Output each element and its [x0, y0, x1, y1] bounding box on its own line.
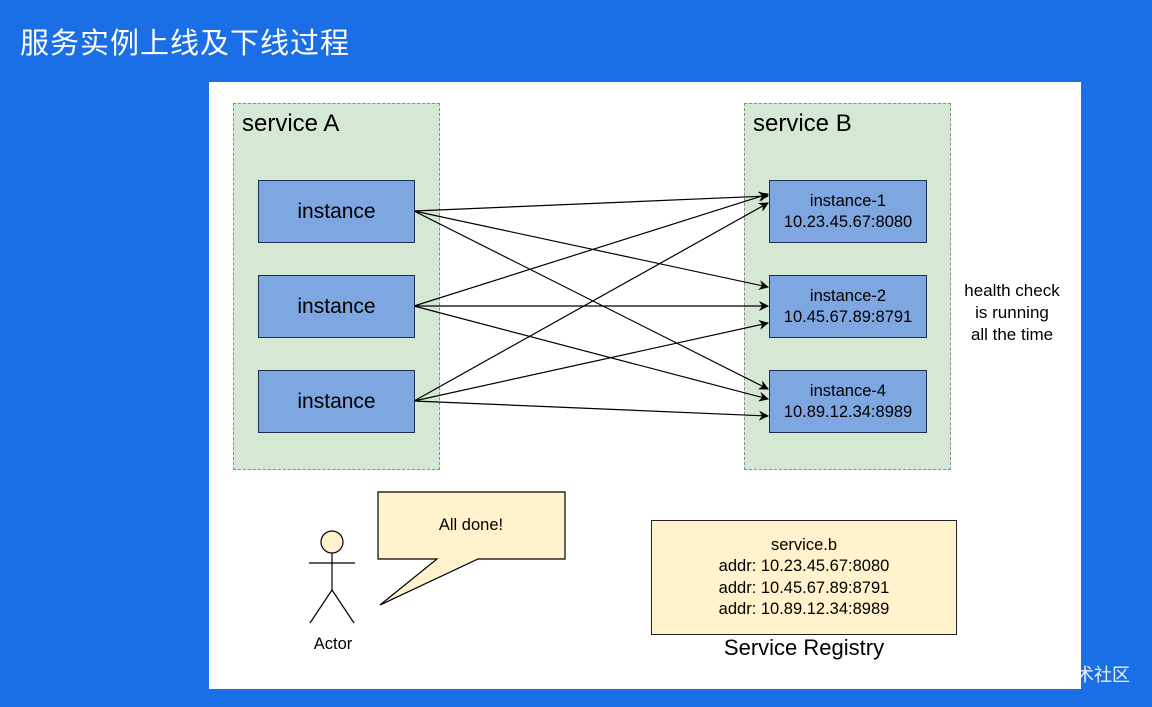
registry-addr: addr: 10.23.45.67:8080 [718, 557, 890, 575]
arrow-a1-b1 [413, 191, 769, 212]
actor-icon [309, 530, 355, 624]
arrow-a1-b2 [413, 210, 769, 290]
note-line: is running [975, 303, 1049, 322]
instance-name: instance-2 [809, 286, 887, 305]
service-b-label: service B [753, 110, 852, 137]
connection-arrows [413, 191, 769, 421]
service-a-instance-1: instance [258, 180, 415, 243]
service-a-instance-2: instance [258, 275, 415, 338]
note-line: all the time [970, 325, 1054, 344]
instance-name: instance-1 [809, 191, 887, 210]
registry-caption: Service Registry [723, 635, 885, 660]
service-b-instance-2: instance-2 10.45.67.89:8791 [769, 275, 927, 338]
speech-text: All done! [438, 516, 504, 534]
instance-addr: 10.45.67.89:8791 [783, 307, 913, 326]
registry-service-name: service.b [770, 535, 838, 554]
actor-label: Actor [313, 635, 353, 653]
instance-addr: 10.23.45.67:8080 [783, 212, 913, 231]
watermark: @稀土掘金技术社区 [968, 665, 1130, 686]
arrow-a3-b4 [413, 400, 769, 421]
service-b-instance-1: instance-1 10.23.45.67:8080 [769, 180, 927, 243]
arrow-a3-b1 [413, 202, 769, 402]
arrow-a3-b2 [413, 320, 769, 402]
slide-title: 服务实例上线及下线过程 [20, 26, 351, 60]
health-check-note: health check is running all the time [954, 280, 1070, 346]
instance-addr: 10.89.12.34:8989 [783, 402, 913, 421]
actor-and-bubble [309, 491, 566, 624]
service-a-label: service A [242, 110, 340, 137]
instance-name: instance-4 [809, 381, 887, 400]
registry-addr: addr: 10.89.12.34:8989 [718, 600, 890, 618]
note-line: health check [964, 281, 1060, 300]
service-b-instance-4: instance-4 10.89.12.34:8989 [769, 370, 927, 433]
diagram-canvas: service A service B instance instance in… [209, 82, 1081, 689]
speech-bubble [377, 491, 566, 606]
arrow-a1-b4 [413, 210, 769, 390]
arrow-a2-b1 [413, 191, 769, 307]
registry-addr: addr: 10.45.67.89:8791 [718, 578, 890, 597]
arrow-a2-b4 [413, 305, 769, 402]
service-registry-box: service.b addr: 10.23.45.67:8080 addr: 1… [651, 520, 957, 635]
service-a-instance-3: instance [258, 370, 415, 433]
